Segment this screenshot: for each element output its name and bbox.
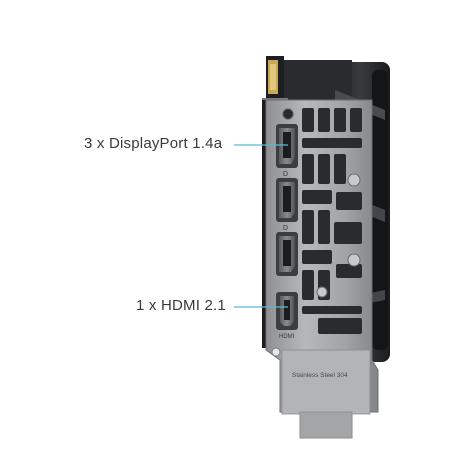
displayport-connector <box>276 232 298 276</box>
displayport-callout-label: 3 x DisplayPort 1.4a <box>84 135 223 152</box>
vent-slots <box>302 108 362 334</box>
displayport-connector <box>276 124 298 168</box>
bracket-screws <box>316 173 361 298</box>
screw-hole <box>282 108 294 120</box>
displayport-connector <box>276 178 298 222</box>
dp-mark: D <box>283 171 288 178</box>
hdmi-connector <box>276 292 298 330</box>
screw-hole <box>271 347 281 357</box>
dp-mark: D <box>283 225 288 232</box>
hdmi-mark: HDMI <box>279 334 295 340</box>
hdmi-callout-label: 1 x HDMI 2.1 <box>136 297 226 314</box>
bracket-engraving: Stainless Steel 304 <box>292 372 348 379</box>
